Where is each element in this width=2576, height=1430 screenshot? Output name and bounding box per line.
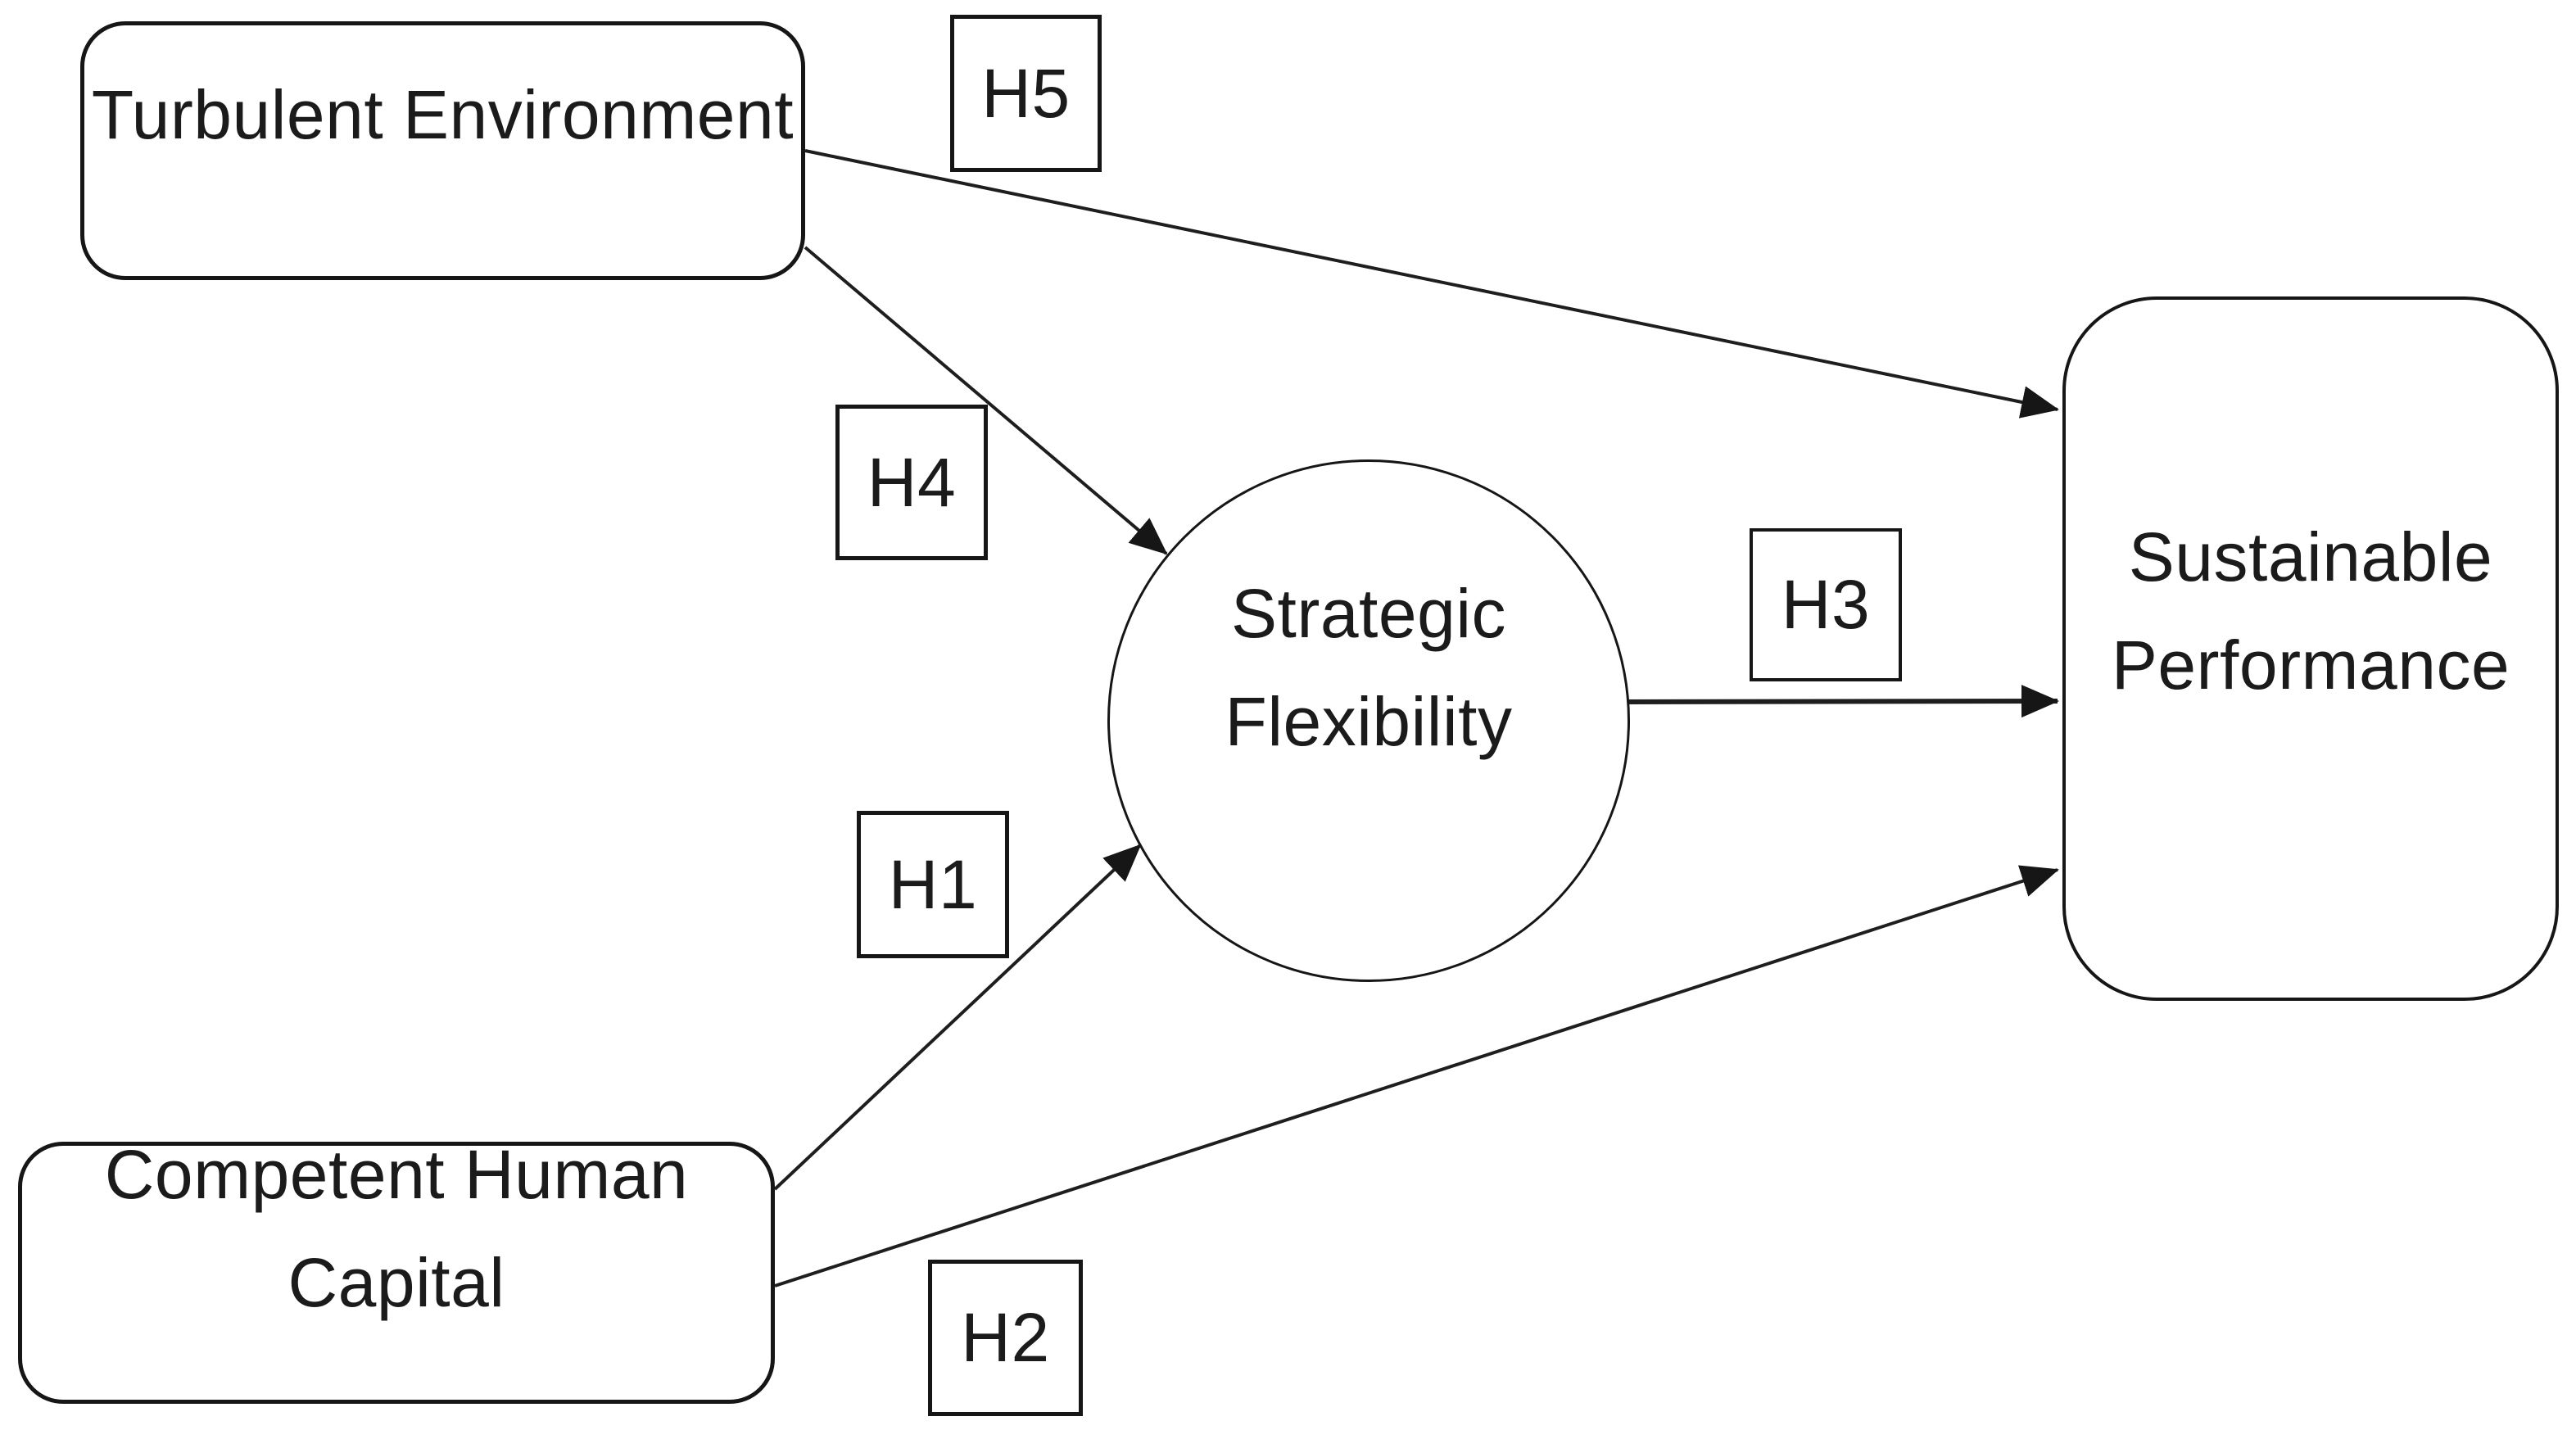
hypothesis-label-h5: H5 bbox=[950, 15, 1102, 172]
node-strategic-flexibility-label: Strategic Flexibility bbox=[1225, 559, 1513, 776]
h3-arrow-flexibility-to-performance bbox=[1623, 685, 2059, 718]
h1-arrow-humancapital-to-flexibility bbox=[773, 844, 1142, 1191]
h2-text: H2 bbox=[961, 1299, 1050, 1376]
node-competent-human-capital: Competent Human Capital bbox=[18, 1136, 775, 1404]
h1-text: H1 bbox=[888, 845, 978, 923]
h5-arrow-turbulent-to-performance bbox=[804, 149, 2059, 419]
strategic-flexibility-line2: Flexibility bbox=[1225, 683, 1513, 760]
hypothesis-label-h2: H2 bbox=[928, 1260, 1083, 1416]
sustainable-performance-line2: Performance bbox=[2111, 627, 2510, 704]
node-sustainable-performance-label: Sustainable Performance bbox=[2112, 503, 2510, 719]
hypothesis-label-h1: H1 bbox=[857, 811, 1009, 958]
h4-text: H4 bbox=[867, 443, 957, 521]
node-strategic-flexibility: Strategic Flexibility bbox=[1107, 459, 1630, 982]
h3-text: H3 bbox=[1781, 566, 1871, 643]
strategic-flexibility-line1: Strategic bbox=[1231, 575, 1506, 652]
node-turbulent-environment-label: Turbulent Environment bbox=[91, 76, 795, 153]
h4-arrow-turbulent-to-flexibility bbox=[804, 246, 1168, 555]
node-turbulent-environment: Turbulent Environment bbox=[80, 21, 805, 280]
node-sustainable-performance: Sustainable Performance bbox=[2062, 296, 2559, 1001]
hypothesis-label-h4: H4 bbox=[835, 405, 988, 560]
node-competent-human-capital-label: Competent Human Capital bbox=[104, 1136, 689, 1321]
h2-arrow-humancapital-to-performance bbox=[774, 865, 2059, 1287]
sustainable-performance-line1: Sustainable bbox=[2128, 518, 2493, 595]
hypothesis-label-h3: H3 bbox=[1750, 528, 1902, 681]
h5-text: H5 bbox=[981, 54, 1071, 132]
